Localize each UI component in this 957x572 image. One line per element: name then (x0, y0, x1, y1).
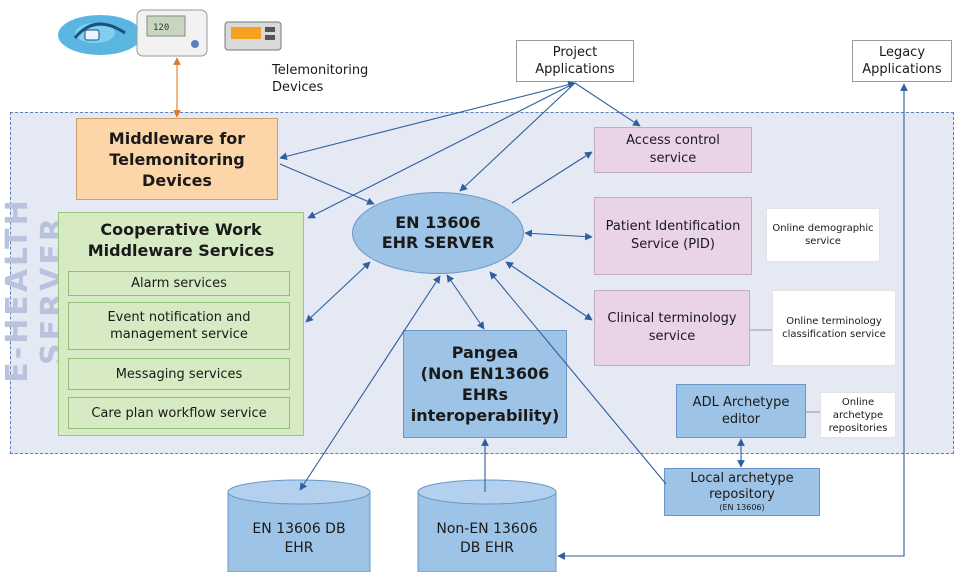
middleware-ehr-arrow (279, 163, 375, 205)
ehr-cooperative-arrow (305, 261, 371, 323)
ehr-local-repo-arrow (489, 271, 667, 485)
cooperative-work-title: Cooperative Work Middleware Services (87, 220, 275, 260)
non-en13606-db-cylinder (417, 479, 557, 572)
project-to-ehr-arrow (459, 82, 576, 192)
project-to-access-control-arrow (574, 82, 641, 127)
middleware-telemonitoring-box: Middleware for Telemonitoring Devices (76, 118, 278, 200)
blood-pressure-monitor-icon: 120 (136, 9, 208, 57)
ehr-pid-arrow (524, 229, 593, 241)
svg-text:120: 120 (153, 23, 169, 33)
care-plan-workflow-item: Care plan workflow service (68, 397, 290, 429)
non-en13606-db-label: Non-EN 13606 DB EHR (436, 521, 538, 556)
ehr-pangea-arrow (446, 274, 485, 330)
alarm-services-item: Alarm services (68, 271, 290, 296)
en13606-db-label: EN 13606 DB EHR (252, 521, 346, 556)
monitor-device-icon (224, 21, 282, 51)
messaging-services-item: Messaging services (68, 358, 290, 390)
pangea-box: Pangea (Non EN13606 EHRs interoperabilit… (403, 330, 567, 438)
ehr-db-arrow (299, 275, 441, 491)
ehr-server-node: EN 13606 EHR SERVER (352, 192, 524, 274)
glucose-meter-icon (58, 15, 142, 55)
project-to-middleware-arrow (279, 80, 576, 161)
legacy-applications-loop (557, 83, 908, 560)
ehr-access-control-arrow (511, 151, 593, 204)
event-notification-item: Event notification and management servic… (68, 302, 290, 350)
ehr-terminology-arrow (505, 261, 593, 321)
legacy-applications-box: Legacy Applications (852, 40, 952, 82)
telemonitoring-devices-illustration: 120 (58, 9, 282, 57)
project-to-cooperative-arrow (307, 82, 576, 219)
project-applications-box: Project Applications (516, 40, 634, 82)
